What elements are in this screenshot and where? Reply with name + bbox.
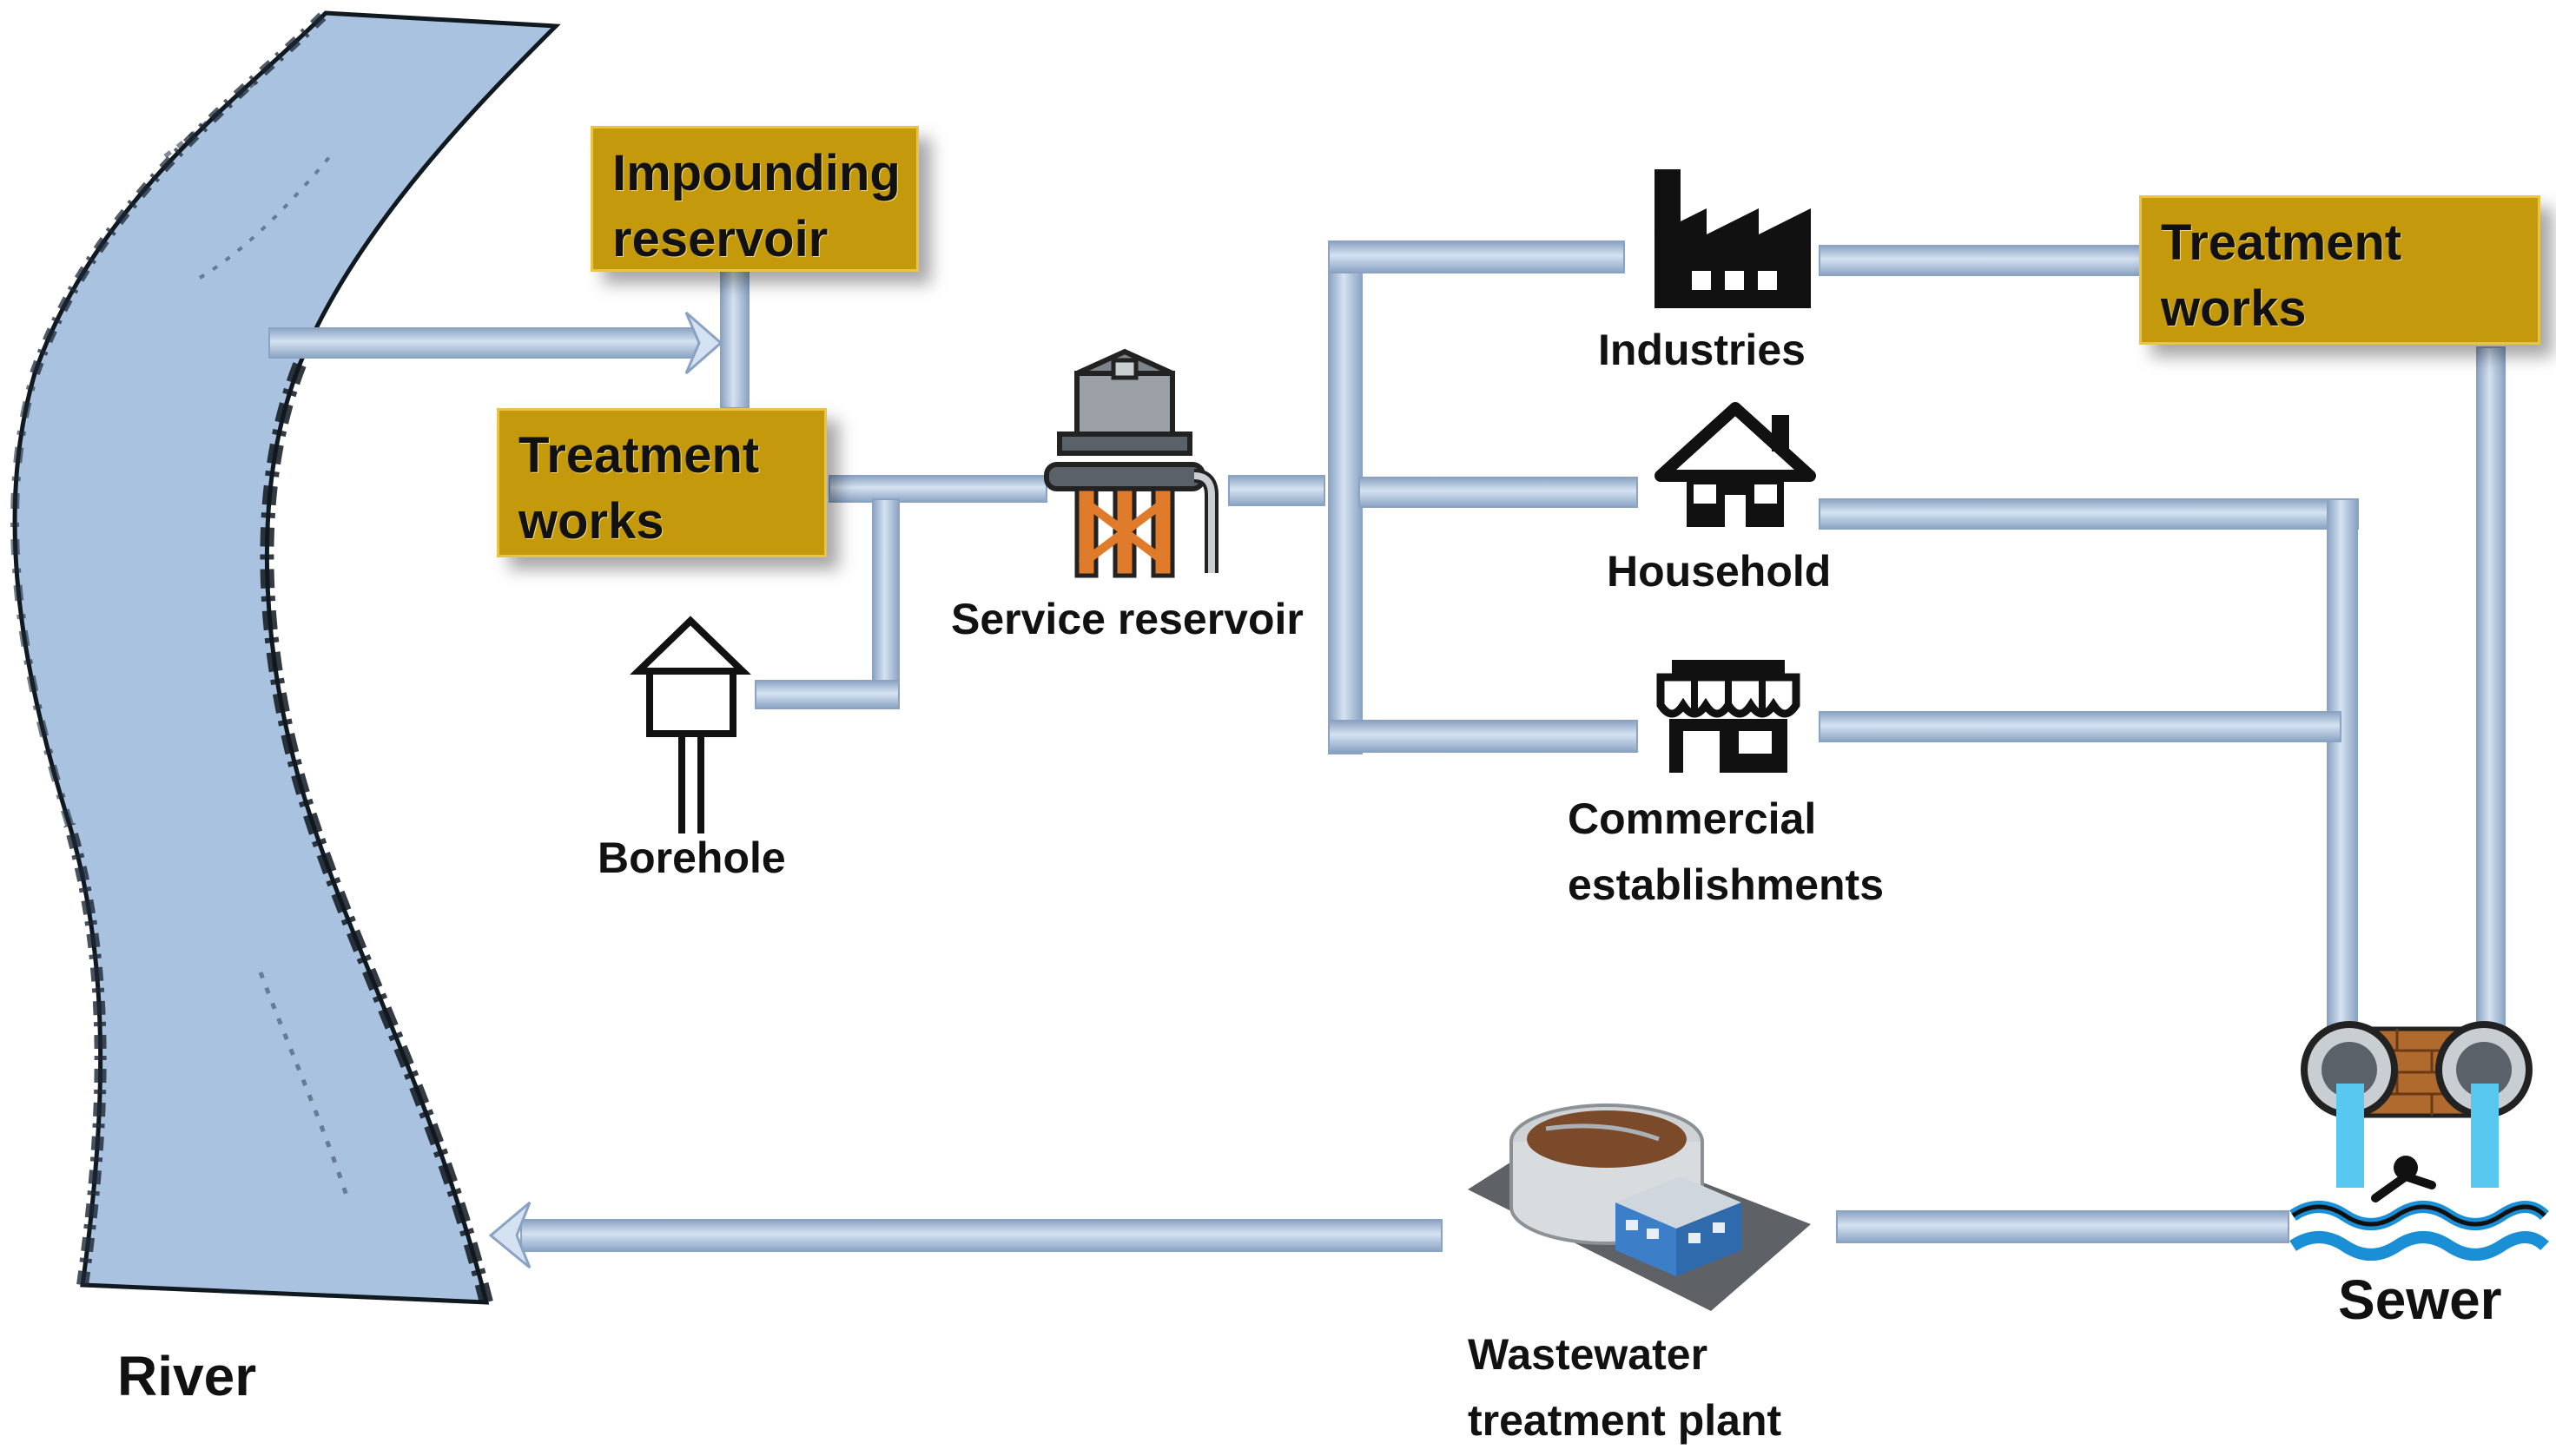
- treatment-works-right-label: Treatment works: [2161, 214, 2402, 337]
- river-shape: [10, 9, 561, 1305]
- treatment-works-left-box: Treatment works: [497, 408, 827, 557]
- service-reservoir-label: Service reservoir: [951, 595, 1304, 643]
- treatment-works-right-box: Treatment works: [2139, 195, 2540, 345]
- sewer-outfall-icon: [2289, 1021, 2549, 1261]
- arrow-to-river-icon: [488, 1201, 532, 1269]
- arrow-to-reservoir-icon: [684, 311, 723, 375]
- commercial-label: Commercial establishments: [1568, 794, 1885, 909]
- borehole-label: Borehole: [598, 833, 786, 882]
- wastewater-label: Wastewater treatment plant: [1468, 1330, 1782, 1445]
- house-icon: [1654, 402, 1816, 527]
- sewer-label: Sewer: [2338, 1268, 2502, 1331]
- factory-icon: [1654, 169, 1811, 308]
- shop-icon: [1656, 660, 1800, 773]
- impounding-reservoir-label: Impounding reservoir: [612, 145, 901, 267]
- household-label: Household: [1607, 547, 1832, 596]
- pipe-network: [268, 240, 2506, 1269]
- industries-label: Industries: [1598, 326, 1806, 374]
- borehole-icon: [630, 616, 751, 833]
- water-tower-icon: [1044, 348, 1219, 578]
- wastewater-plant-icon: [1468, 1104, 1811, 1311]
- treatment-works-left-label: Treatment works: [518, 427, 760, 550]
- river-label: River: [117, 1345, 257, 1407]
- impounding-reservoir-box: Impounding reservoir: [591, 126, 919, 272]
